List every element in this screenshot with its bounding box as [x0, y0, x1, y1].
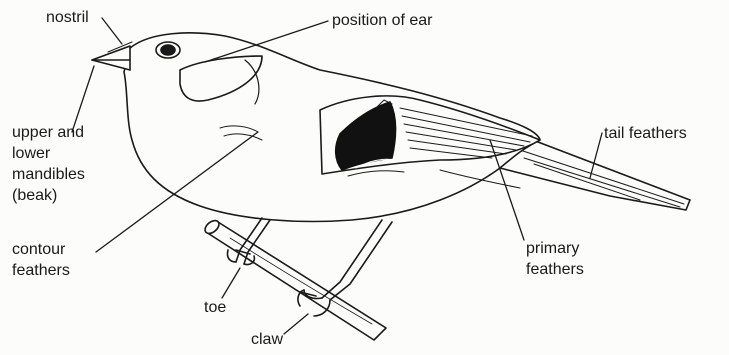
- label-line: claw: [251, 329, 283, 350]
- label-primary-feathers: primary feathers: [526, 238, 584, 280]
- label-contour-feathers: contour feathers: [12, 239, 70, 281]
- label-line: lower: [12, 143, 85, 164]
- label-line: mandibles: [12, 164, 85, 185]
- label-line: tail feathers: [604, 123, 687, 144]
- tail-feathers-shape: [500, 140, 690, 210]
- label-beak: upper and lower mandibles (beak): [12, 122, 85, 206]
- label-tail-feathers: tail feathers: [604, 123, 687, 144]
- beak: [92, 42, 132, 70]
- label-nostril: nostril: [46, 7, 89, 28]
- label-line: (beak): [12, 185, 85, 206]
- label-line: contour: [12, 239, 70, 260]
- label-position-of-ear: position of ear: [332, 10, 433, 31]
- perch-branch: [203, 218, 386, 340]
- label-toe: toe: [204, 297, 226, 318]
- label-line: toe: [204, 297, 226, 318]
- label-line: feathers: [526, 259, 584, 280]
- label-line: position of ear: [332, 10, 433, 31]
- label-line: feathers: [12, 260, 70, 281]
- label-claw: claw: [251, 329, 283, 350]
- eye: [156, 42, 180, 58]
- label-line: primary: [526, 238, 584, 259]
- legs: [227, 218, 392, 316]
- label-line: nostril: [46, 7, 89, 28]
- label-line: upper and: [12, 122, 85, 143]
